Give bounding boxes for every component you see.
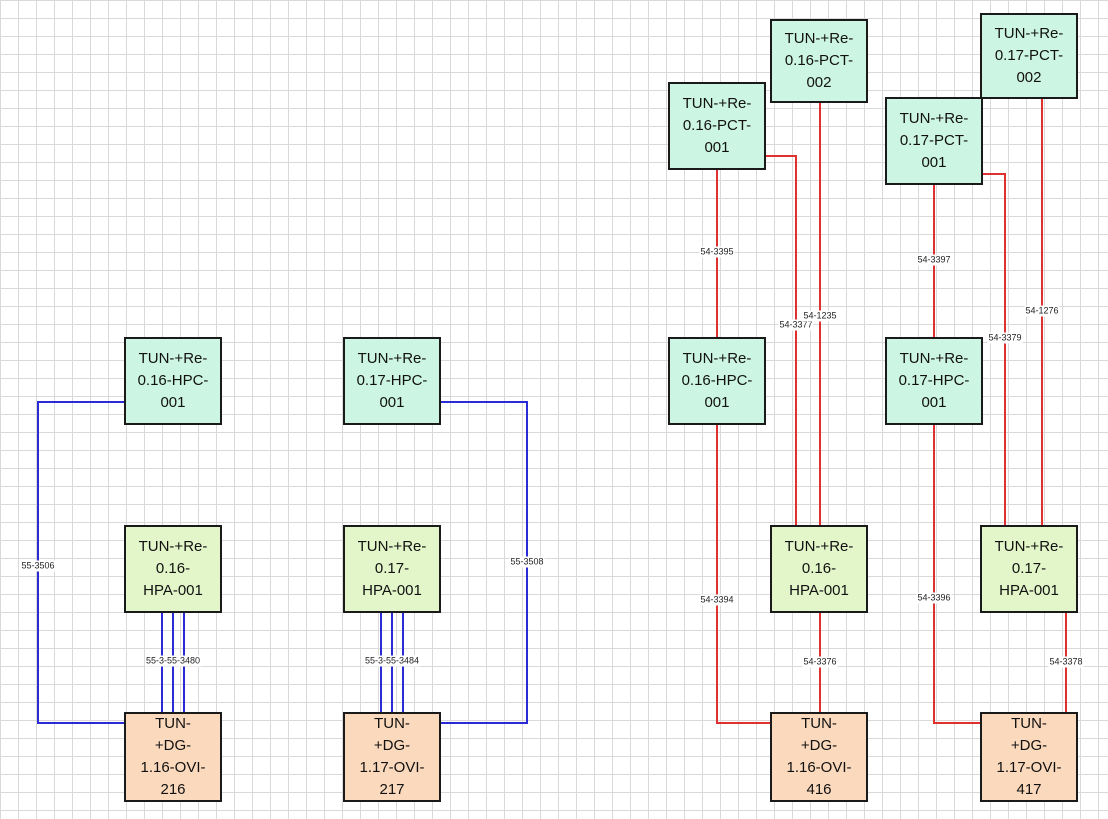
- label-55-3506: 55-3506: [20, 560, 56, 572]
- wire-54-3394[interactable]: [716, 425, 771, 724]
- label-54-3377: 54-3377: [778, 319, 814, 331]
- label-54-3379: 54-3379: [987, 332, 1023, 344]
- label-54-1276: 54-1276: [1024, 305, 1060, 317]
- node-hpc-017-b[interactable]: TUN-+Re- 0.17-HPC- 001: [885, 337, 983, 425]
- node-pct-016-002[interactable]: TUN-+Re- 0.16-PCT- 002: [770, 19, 868, 103]
- label-54-3376: 54-3376: [802, 656, 838, 668]
- wire-54-3377[interactable]: [766, 155, 797, 525]
- node-ovi-417[interactable]: TUN- +DG- 1.17-OVI- 417: [980, 712, 1078, 802]
- label-54-3378: 54-3378: [1048, 656, 1084, 668]
- node-hpc-016-a[interactable]: TUN-+Re- 0.16-HPC- 001: [124, 337, 222, 425]
- label-54-3397: 54-3397: [916, 254, 952, 266]
- label-55-3508: 55-3508: [509, 556, 545, 568]
- label-54-1235: 54-1235: [802, 310, 838, 322]
- node-ovi-416[interactable]: TUN- +DG- 1.16-OVI- 416: [770, 712, 868, 802]
- label-54-3396: 54-3396: [916, 592, 952, 604]
- wire-54-3396[interactable]: [933, 425, 981, 724]
- node-hpc-016-b[interactable]: TUN-+Re- 0.16-HPC- 001: [668, 337, 766, 425]
- label-55-3480: 55-3-55-3480: [144, 655, 202, 667]
- node-hpc-017-a[interactable]: TUN-+Re- 0.17-HPC- 001: [343, 337, 441, 425]
- label-54-3395: 54-3395: [699, 246, 735, 258]
- node-pct-017-001[interactable]: TUN-+Re- 0.17-PCT- 001: [885, 97, 983, 185]
- label-55-3484: 55-3-55-3484: [363, 655, 421, 667]
- node-hpa-017-a[interactable]: TUN-+Re- 0.17- HPA-001: [343, 525, 441, 613]
- node-pct-016-001[interactable]: TUN-+Re- 0.16-PCT- 001: [668, 82, 766, 170]
- node-ovi-217[interactable]: TUN- +DG- 1.17-OVI- 217: [343, 712, 441, 802]
- wire-54-3379[interactable]: [983, 173, 1006, 525]
- node-pct-017-002[interactable]: TUN-+Re- 0.17-PCT- 002: [980, 13, 1078, 99]
- node-ovi-216[interactable]: TUN- +DG- 1.16-OVI- 216: [124, 712, 222, 802]
- node-hpa-016-b[interactable]: TUN-+Re- 0.16- HPA-001: [770, 525, 868, 613]
- node-hpa-016-a[interactable]: TUN-+Re- 0.16- HPA-001: [124, 525, 222, 613]
- node-hpa-017-b[interactable]: TUN-+Re- 0.17- HPA-001: [980, 525, 1078, 613]
- label-54-3394: 54-3394: [699, 594, 735, 606]
